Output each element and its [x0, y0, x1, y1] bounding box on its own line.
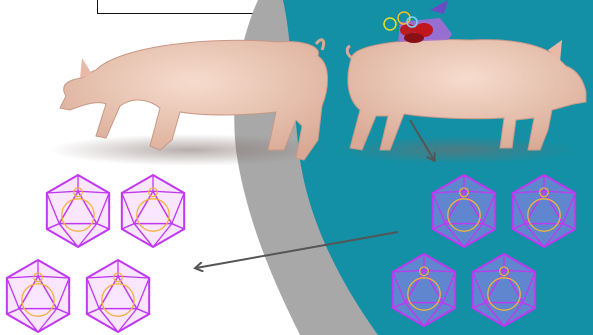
- virus-particle-white-2: [122, 175, 184, 247]
- virus-particle-white-1: [47, 175, 109, 247]
- virus-particle-white-4: [87, 260, 149, 332]
- virus-particle-white-3: [7, 260, 69, 332]
